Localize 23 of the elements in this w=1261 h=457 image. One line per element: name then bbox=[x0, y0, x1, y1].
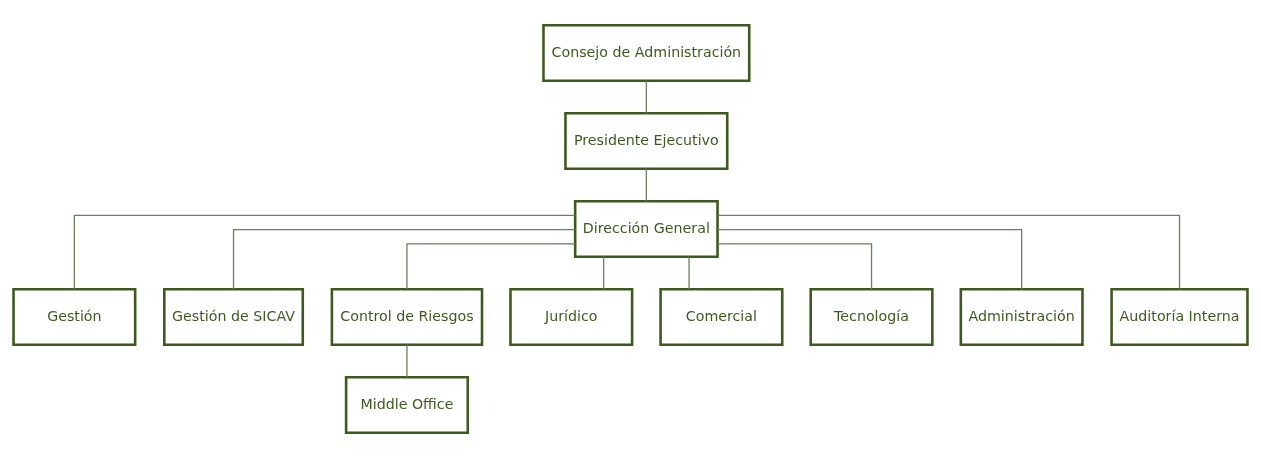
node-box: Middle Office bbox=[344, 375, 470, 434]
node-box: Jurídico bbox=[509, 287, 634, 346]
node-box: Auditoría Interna bbox=[1110, 287, 1249, 346]
node-box: Control de Riesgos bbox=[330, 287, 484, 346]
connector bbox=[645, 79, 647, 114]
node-box: Gestión de SICAV bbox=[163, 287, 305, 346]
connector bbox=[406, 343, 408, 378]
node-box: Tecnología bbox=[809, 287, 934, 346]
connector bbox=[717, 228, 1023, 290]
node-box: Consejo de Administración bbox=[542, 23, 751, 82]
node-box: Comercial bbox=[659, 287, 784, 346]
node-box: Administración bbox=[959, 287, 1084, 346]
connector bbox=[688, 255, 690, 290]
node-box: Presidente Ejecutivo bbox=[564, 111, 729, 170]
connector bbox=[717, 214, 1181, 289]
connector bbox=[232, 228, 576, 290]
connector bbox=[603, 255, 605, 290]
connector bbox=[645, 167, 647, 202]
connector bbox=[73, 214, 576, 289]
connector bbox=[406, 242, 576, 290]
connector bbox=[716, 242, 873, 290]
node-box: Dirección General bbox=[573, 199, 719, 258]
node-box: Gestión bbox=[12, 287, 137, 346]
